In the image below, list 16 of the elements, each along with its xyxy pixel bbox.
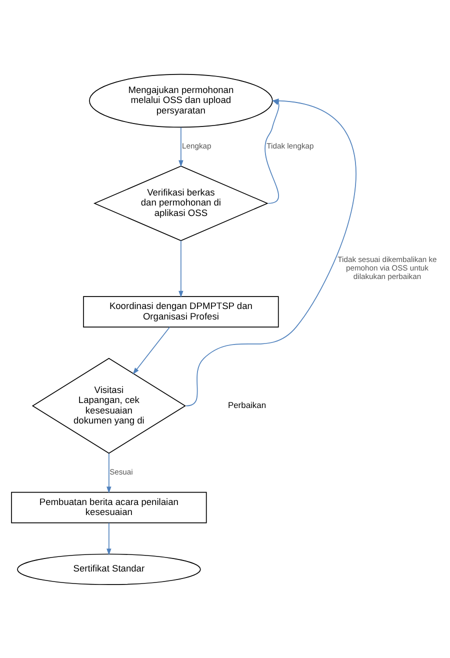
node-diamond: Visitasi Lapangan, cek kesesuaian dokumen yang di xyxy=(32,357,186,454)
edge-label: Tidak lengkap xyxy=(266,140,314,150)
arrow xyxy=(106,452,112,493)
arrow xyxy=(178,126,184,167)
label: Perbaikan xyxy=(228,399,266,410)
node-ellipse: Sertifikat Standar xyxy=(17,553,201,585)
edge-label: Tidak sesuai dikembalikan ke pemohon via OSS untuk dilakukan perbaikan xyxy=(338,254,437,280)
node-box: Koordinasi dengan DPMPTSP dan Organisasi Profesi xyxy=(83,296,279,327)
edge-label: Sesuai xyxy=(110,467,133,476)
node-ellipse: Mengajukan permohonan melalui OSS dan upload persyaratan xyxy=(89,73,273,128)
node-box: Pembuatan berita acara penilaian kesesuaian xyxy=(11,491,207,523)
arrow xyxy=(132,326,170,374)
node-diamond: Verifikasi berkas dan permohonan di aplikasi OSS xyxy=(93,165,268,241)
arrow xyxy=(178,240,184,298)
arrow xyxy=(106,522,112,555)
edge-label: Lengkap xyxy=(182,140,212,150)
